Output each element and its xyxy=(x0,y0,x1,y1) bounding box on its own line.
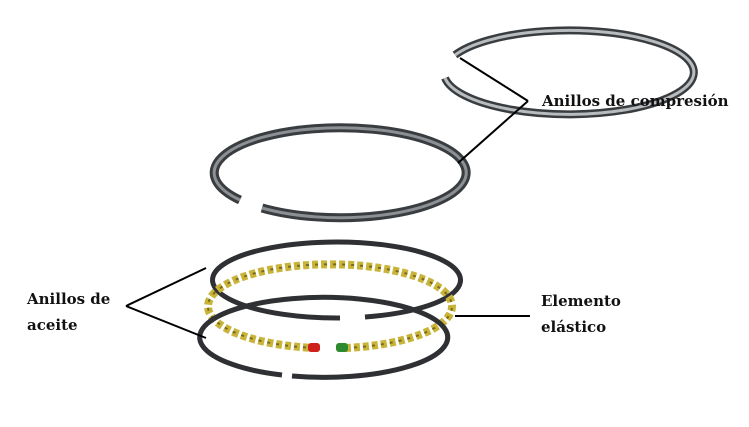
label-oil-rings: Anillos de aceite xyxy=(27,286,110,338)
oil-ring-upper xyxy=(210,239,464,321)
spring-end-red xyxy=(308,343,320,352)
label-elastic-element-line1: Elemento xyxy=(541,292,621,310)
label-oil-rings-line1: Anillos de xyxy=(27,290,111,308)
compression-ring-second xyxy=(209,123,471,223)
label-oil-rings-line2: aceite xyxy=(27,316,78,334)
label-elastic-element-line2: elástico xyxy=(541,318,607,336)
spring-end-green xyxy=(336,343,348,352)
elastic-element xyxy=(204,260,456,352)
compression-ring-top xyxy=(441,26,698,119)
leader-lines xyxy=(125,57,530,339)
label-compression-rings: Anillos de compresión xyxy=(542,92,729,110)
oil-ring-lower xyxy=(197,294,451,380)
label-elastic-element: Elemento elástico xyxy=(541,288,621,340)
